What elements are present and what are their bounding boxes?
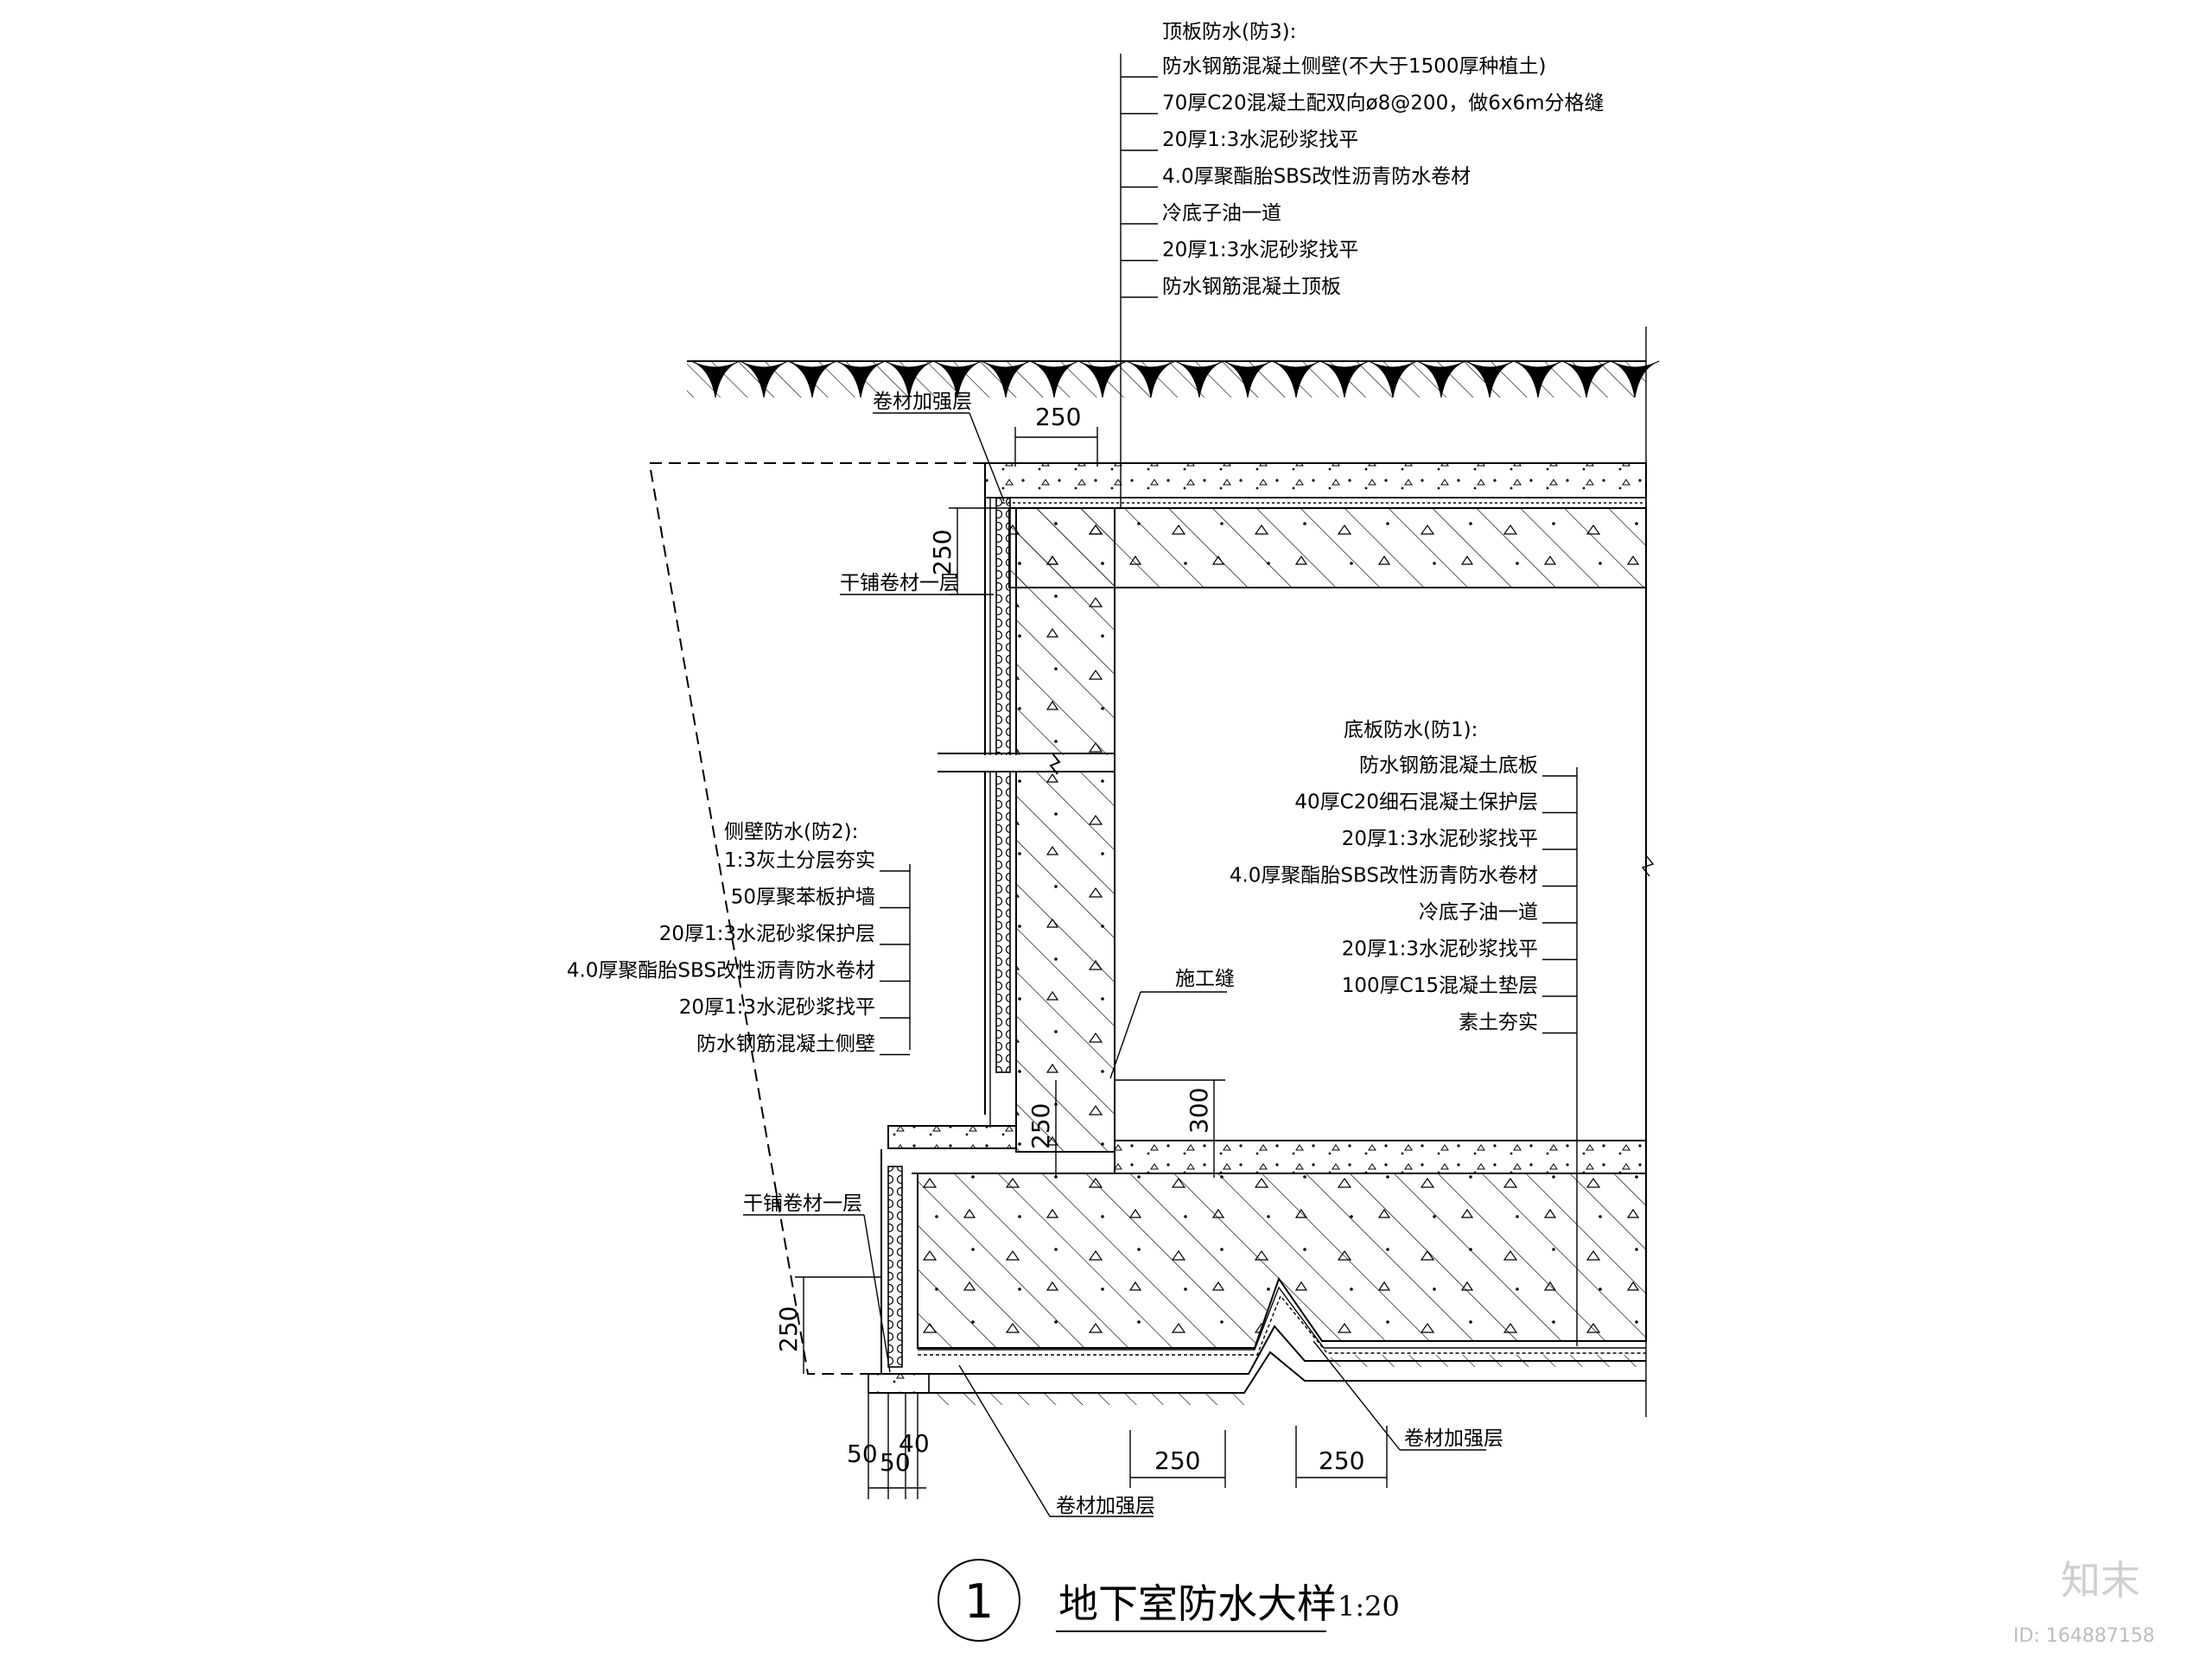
- ground-symbol-mark: [1077, 360, 1128, 398]
- dim-side-250: 250: [928, 530, 957, 575]
- ground-symbol-mark: [932, 360, 982, 398]
- ground-symbol-mark: [1561, 360, 1611, 398]
- watermark-brand: 知末: [2061, 1557, 2140, 1604]
- ground-symbol-mark: [1126, 360, 1176, 398]
- right-edge-line: [1641, 327, 1655, 1417]
- roof-layer-label: 20厚1:3水泥砂浆找平: [1162, 239, 1358, 262]
- ground-symbol-mark: [836, 360, 886, 398]
- roof-heading: 顶板防水(防3):: [1162, 21, 1296, 43]
- ground-symbol-marks: [690, 360, 1660, 398]
- dim-bottom-250-mid: 250: [1154, 1446, 1200, 1475]
- wall-layer-label: 50厚聚苯板护墙: [731, 887, 875, 909]
- dimensions: 250 250 300 250 250 50 50 40 250 2: [774, 403, 1388, 1499]
- dim-bottom-250-right: 250: [1319, 1446, 1364, 1475]
- ground-symbol-mark: [1513, 360, 1563, 398]
- callout-construction-joint: 施工缝: [1175, 968, 1235, 990]
- wall-layer-label: 4.0厚聚酯胎SBS改性沥青防水卷材: [567, 960, 875, 982]
- ground-symbol-mark: [1368, 360, 1418, 398]
- roof-layer-label: 防水钢筋混凝土侧壁(不大于1500厚种植土): [1162, 55, 1546, 78]
- floor-layer-label: 40厚C20细石混凝土保护层: [1294, 791, 1538, 814]
- callout-reinforce-bottom-right: 卷材加强层: [1404, 1427, 1503, 1450]
- roof-waterproofing-callout: 顶板防水(防3): 防水钢筋混凝土侧壁(不大于1500厚种植土) 70厚C20混凝…: [1120, 21, 1604, 508]
- dim-base-250: 250: [774, 1306, 803, 1352]
- excavation-outline: [649, 462, 985, 1375]
- wall-heading: 侧壁防水(防2):: [724, 821, 858, 843]
- dim-top-250: 250: [1035, 403, 1081, 431]
- floor-waterproofing-callout: 底板防水(防1): 防水钢筋混凝土底板 40厚C20细石混凝土保护层 20厚1:3水…: [1230, 719, 1578, 1346]
- drawing-title: 1 地下室防水大样 1:20: [938, 1559, 1400, 1642]
- watermark: 知末 ID: 164887158: [2013, 1557, 2155, 1647]
- title-scale: 1:20: [1338, 1590, 1400, 1623]
- wall-waterproofing-callout: 侧壁防水(防2): 1:3灰土分层夯实 50厚聚苯板护墙 20厚1:3水泥砂浆保护层…: [567, 821, 911, 1056]
- ground-symbol-mark: [1174, 360, 1224, 398]
- wall-layer-label: 20厚1:3水泥砂浆找平: [679, 996, 875, 1019]
- floor-slab: [868, 1125, 1647, 1405]
- ground-symbol-mark: [1610, 360, 1660, 398]
- ground-symbol-mark: [1029, 360, 1079, 398]
- floor-layer-label: 20厚1:3水泥砂浆找平: [1342, 938, 1538, 961]
- dim-bottom-50a: 50: [847, 1440, 878, 1468]
- ground-symbol-mark: [1223, 360, 1273, 398]
- ground-symbol-mark: [1465, 360, 1515, 398]
- floor-heading: 底板防水(防1):: [1344, 719, 1478, 741]
- title-text: 地下室防水大样: [1058, 1580, 1337, 1627]
- ground-symbol-mark: [1271, 360, 1321, 398]
- callout-reinforce-top: 卷材加强层: [873, 391, 972, 413]
- ground-symbol-mark: [1319, 360, 1370, 398]
- callout-dry-top: 干铺卷材一层: [840, 572, 959, 594]
- detail-number: 1: [964, 1574, 994, 1629]
- ground-surface: [687, 360, 1660, 398]
- wall-layer-label: 防水钢筋混凝土侧壁: [696, 1033, 875, 1056]
- floor-layer-label: 防水钢筋混凝土底板: [1359, 754, 1538, 777]
- roof-layer-label: 防水钢筋混凝土顶板: [1162, 276, 1341, 298]
- dim-bottom-40: 40: [899, 1429, 930, 1458]
- roof-layer-label: 70厚C20混凝土配双向ø8@200，做6x6m分格缝: [1162, 92, 1604, 115]
- wall-layer-label: 1:3灰土分层夯实: [724, 849, 875, 872]
- side-wall: [938, 497, 1166, 1153]
- roof-layer-label: 20厚1:3水泥砂浆找平: [1162, 129, 1358, 151]
- basement-interior: [1114, 587, 1647, 1141]
- dim-joint-300: 300: [1185, 1088, 1213, 1134]
- roof-layer-label: 4.0厚聚酯胎SBS改性沥青防水卷材: [1162, 166, 1471, 188]
- ground-symbol-mark: [690, 360, 741, 398]
- floor-layer-label: 冷底子油一道: [1419, 901, 1538, 924]
- floor-layer-label: 4.0厚聚酯胎SBS改性沥青防水卷材: [1230, 865, 1538, 887]
- ground-symbol-mark: [1416, 360, 1466, 398]
- watermark-id: ID: 164887158: [2013, 1625, 2155, 1647]
- callout-dry-bottom: 干铺卷材一层: [743, 1192, 862, 1215]
- ground-symbol-mark: [981, 360, 1031, 398]
- floor-layer-label: 100厚C15混凝土垫层: [1342, 975, 1538, 997]
- callout-reinforce-bottom-left: 卷材加强层: [1056, 1495, 1155, 1517]
- floor-layer-label: 20厚1:3水泥砂浆找平: [1342, 828, 1538, 850]
- floor-layer-label: 素土夯实: [1459, 1012, 1538, 1034]
- dim-joint-250: 250: [1027, 1103, 1055, 1149]
- misc-callouts: 卷材加强层 干铺卷材一层 施工缝 干铺卷材一层 卷材加强层 卷材加强层: [743, 391, 1503, 1517]
- roof-layer-label: 冷底子油一道: [1162, 202, 1281, 225]
- ground-symbol-mark: [884, 360, 934, 398]
- wall-layer-label: 20厚1:3水泥砂浆保护层: [659, 923, 875, 945]
- dim-bottom-50b: 50: [880, 1448, 911, 1477]
- detail-number-circle: [938, 1559, 1020, 1642]
- ground-symbol-mark: [787, 360, 837, 398]
- ground-symbol-mark: [739, 360, 789, 398]
